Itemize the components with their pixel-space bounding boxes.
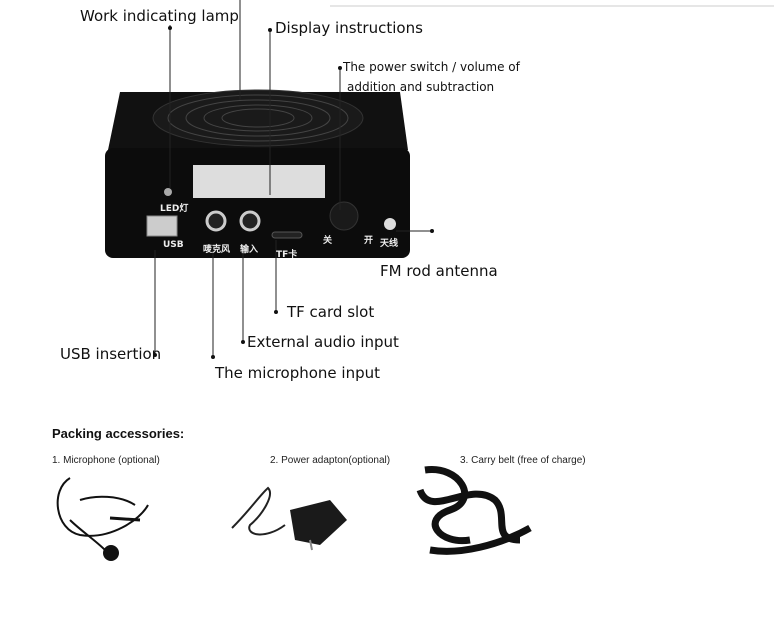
tf-slot bbox=[271, 231, 303, 239]
power-switch-callout-1: The power switch / volume of bbox=[343, 60, 520, 74]
device-body bbox=[105, 148, 410, 258]
fm-antenna-callout: FM rod antenna bbox=[380, 262, 498, 280]
display-callout: Display instructions bbox=[275, 19, 423, 37]
led-label: LED灯 bbox=[160, 204, 189, 214]
mic-port-label: 唛克风 bbox=[203, 245, 231, 255]
usb-port bbox=[146, 215, 178, 237]
power-adapter-image bbox=[231, 486, 347, 551]
volume-knob bbox=[329, 201, 359, 231]
tf-port-label: TF卡 bbox=[276, 250, 298, 260]
on-label: 开 bbox=[364, 236, 374, 246]
antenna-base bbox=[384, 218, 396, 230]
accessory-microphone-label: 1. Microphone (optional) bbox=[52, 455, 160, 466]
input-jack bbox=[239, 210, 261, 232]
accessories-title: Packing accessories: bbox=[52, 426, 185, 441]
accessory-adapter-label: 2. Power adapton(optional) bbox=[270, 455, 391, 466]
microphone-image bbox=[56, 477, 149, 551]
accessory-belt-label: 3. Carry belt (free of charge) bbox=[460, 455, 586, 466]
display-window bbox=[193, 165, 325, 198]
carry-belt-image bbox=[416, 466, 532, 555]
microphone-input-callout: The microphone input bbox=[215, 364, 380, 382]
mic-jack bbox=[205, 210, 227, 232]
usb-callout: USB insertion bbox=[60, 345, 162, 363]
external-audio-callout: External audio input bbox=[247, 333, 399, 351]
usb-port-label: USB bbox=[163, 240, 184, 250]
tf-slot-callout: TF card slot bbox=[287, 303, 375, 321]
antenna-label: 天线 bbox=[380, 239, 399, 249]
power-switch-callout-2: addition and subtraction bbox=[347, 80, 495, 94]
led-lamp bbox=[164, 188, 172, 196]
work-lamp-callout: Work indicating lamp bbox=[80, 7, 239, 25]
input-port-label: 输入 bbox=[240, 245, 259, 255]
off-label: 关 bbox=[323, 236, 333, 246]
